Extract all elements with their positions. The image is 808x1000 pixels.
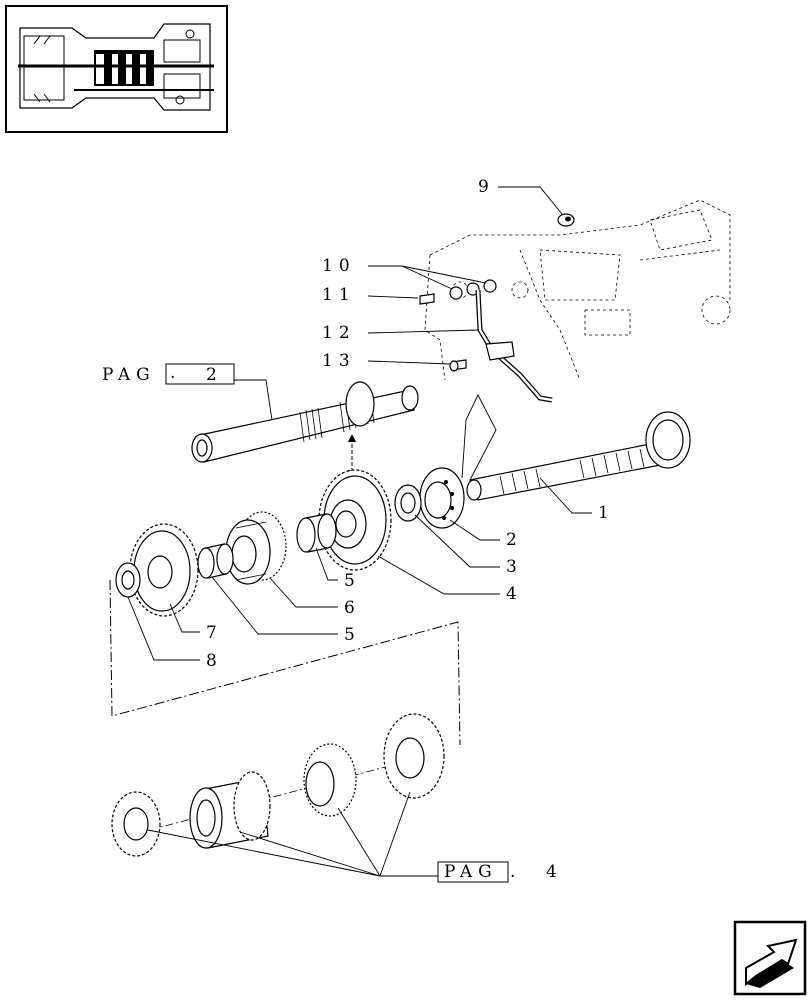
svg-text:.: . — [170, 363, 181, 383]
lower-gear-group — [111, 713, 445, 857]
callout-10: 10 — [322, 256, 356, 276]
page-ref-top-number: 2 — [206, 365, 223, 385]
part-5-bush-lower — [197, 543, 234, 579]
callout-11: 11 — [322, 285, 356, 305]
callout-5-lower: 5 — [344, 625, 361, 645]
part-3-snap-ring — [394, 484, 422, 522]
page-ref-top[interactable]: PAG . 2 — [102, 363, 235, 385]
part-5-bush-upper — [296, 513, 337, 553]
part-6-synchronizer — [225, 511, 287, 585]
callout-4: 4 — [506, 584, 523, 604]
lubrication-pipe-assembly — [419, 279, 553, 403]
callout-13: 13 — [322, 351, 356, 371]
mainshaft — [191, 381, 419, 463]
part-7-gear — [129, 523, 199, 617]
callout-2: 2 — [506, 530, 523, 550]
next-page-arrow-icon[interactable] — [733, 920, 807, 996]
callout-1: 1 — [598, 503, 615, 523]
callout-3: 3 — [506, 557, 523, 577]
part-1-input-shaft — [466, 411, 691, 501]
callout-6: 6 — [344, 598, 361, 618]
leader-lines — [127, 186, 592, 877]
page-ref-bottom-number: 4 — [546, 862, 563, 882]
callout-8: 8 — [206, 651, 223, 671]
transmission-housing-outline — [424, 199, 731, 381]
svg-text:.: . — [510, 862, 521, 882]
assembly-bracket — [109, 579, 461, 746]
part-8-snap-ring — [115, 562, 141, 598]
page-ref-top-prefix: PAG — [102, 365, 156, 385]
page-ref-bottom[interactable]: PAG . 4 — [437, 861, 563, 883]
callout-12: 12 — [322, 323, 356, 343]
callout-labels: 9 10 11 12 13 1 2 3 4 5 6 5 7 8 — [206, 177, 615, 671]
part-9-plug — [557, 213, 575, 227]
callout-9: 9 — [478, 177, 495, 197]
part-2-bearing — [419, 467, 465, 529]
callout-5-upper: 5 — [344, 571, 361, 591]
callout-7: 7 — [206, 623, 223, 643]
page-ref-bottom-prefix: PAG — [444, 862, 498, 882]
transmission-section-thumbnail-icon[interactable] — [5, 5, 228, 133]
pipe-to-shaft-leader — [461, 393, 497, 481]
